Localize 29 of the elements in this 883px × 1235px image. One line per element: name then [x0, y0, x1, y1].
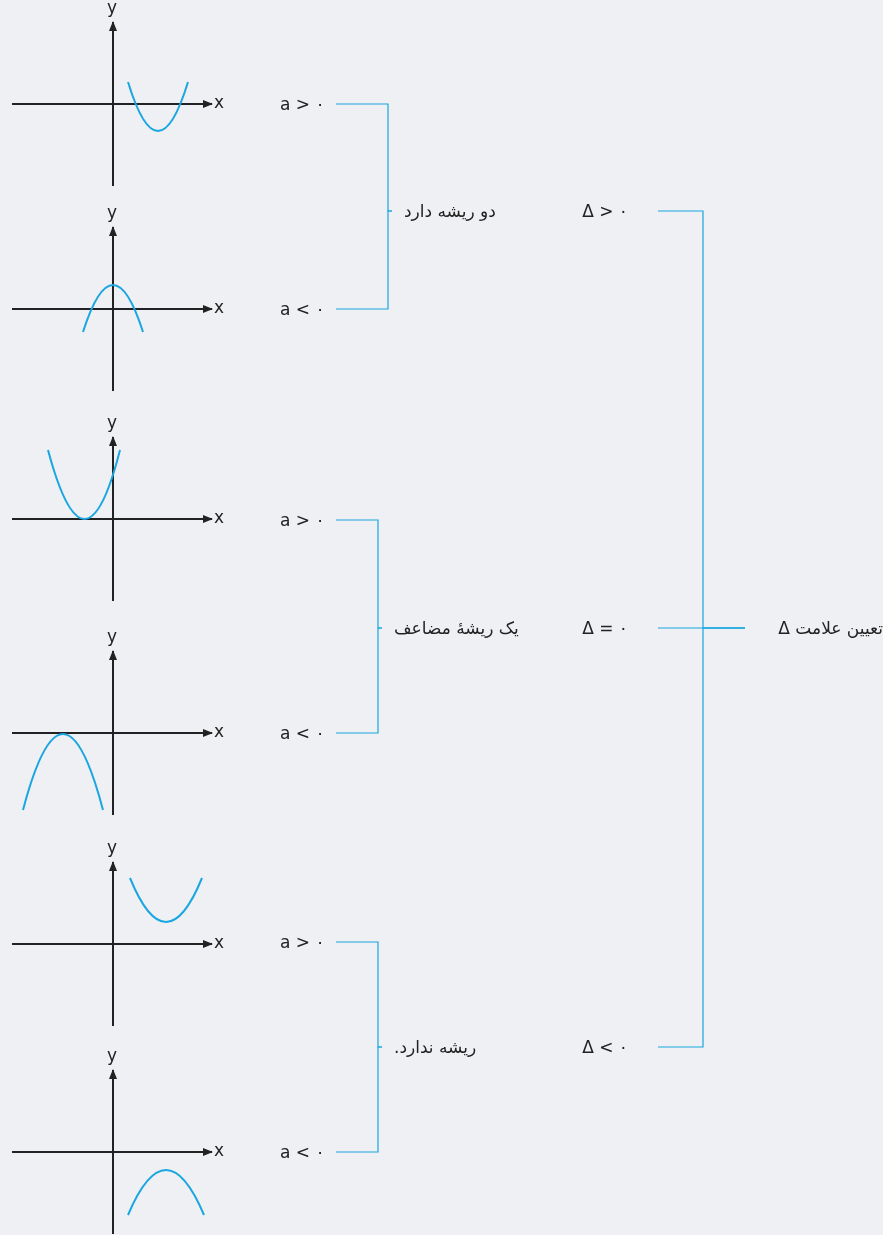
discriminant-condition: Δ = ۰	[582, 618, 628, 638]
coefficient-condition: a < ۰	[280, 299, 325, 319]
axis-label: y	[107, 412, 118, 432]
axis-label: x	[214, 297, 225, 317]
discriminant-condition: Δ < ۰	[582, 1037, 628, 1057]
coefficient-condition: a > ۰	[280, 932, 325, 952]
axis-label: x	[214, 721, 225, 741]
bracket-connector	[657, 627, 746, 1048]
bracket-connector	[335, 1046, 383, 1153]
axis-label: x	[214, 92, 225, 112]
bracket-connector	[335, 627, 383, 734]
axis-label: y	[107, 1045, 118, 1065]
axis-label: y	[107, 202, 118, 222]
root-count-note: ریشه ندارد.	[394, 1037, 477, 1057]
root-count-note: دو ریشه دارد	[404, 201, 496, 221]
axis-label: x	[214, 507, 225, 527]
coefficient-condition: a > ۰	[280, 94, 325, 114]
tree-root-title: تعیین علامت Δ	[778, 618, 883, 638]
coefficient-condition: a < ۰	[280, 1142, 325, 1162]
discriminant-condition: Δ > ۰	[582, 201, 628, 221]
coefficient-condition: a < ۰	[280, 723, 325, 743]
axis-label: x	[214, 1140, 225, 1160]
axis-label: y	[107, 837, 118, 857]
axis-label: x	[214, 932, 225, 952]
root-count-note: یک ریشهٔ مضاعف	[394, 618, 519, 638]
coefficient-condition: a > ۰	[280, 510, 325, 530]
bracket-connector	[335, 210, 393, 310]
axis-label: y	[107, 0, 118, 17]
axis-label: y	[107, 626, 118, 646]
